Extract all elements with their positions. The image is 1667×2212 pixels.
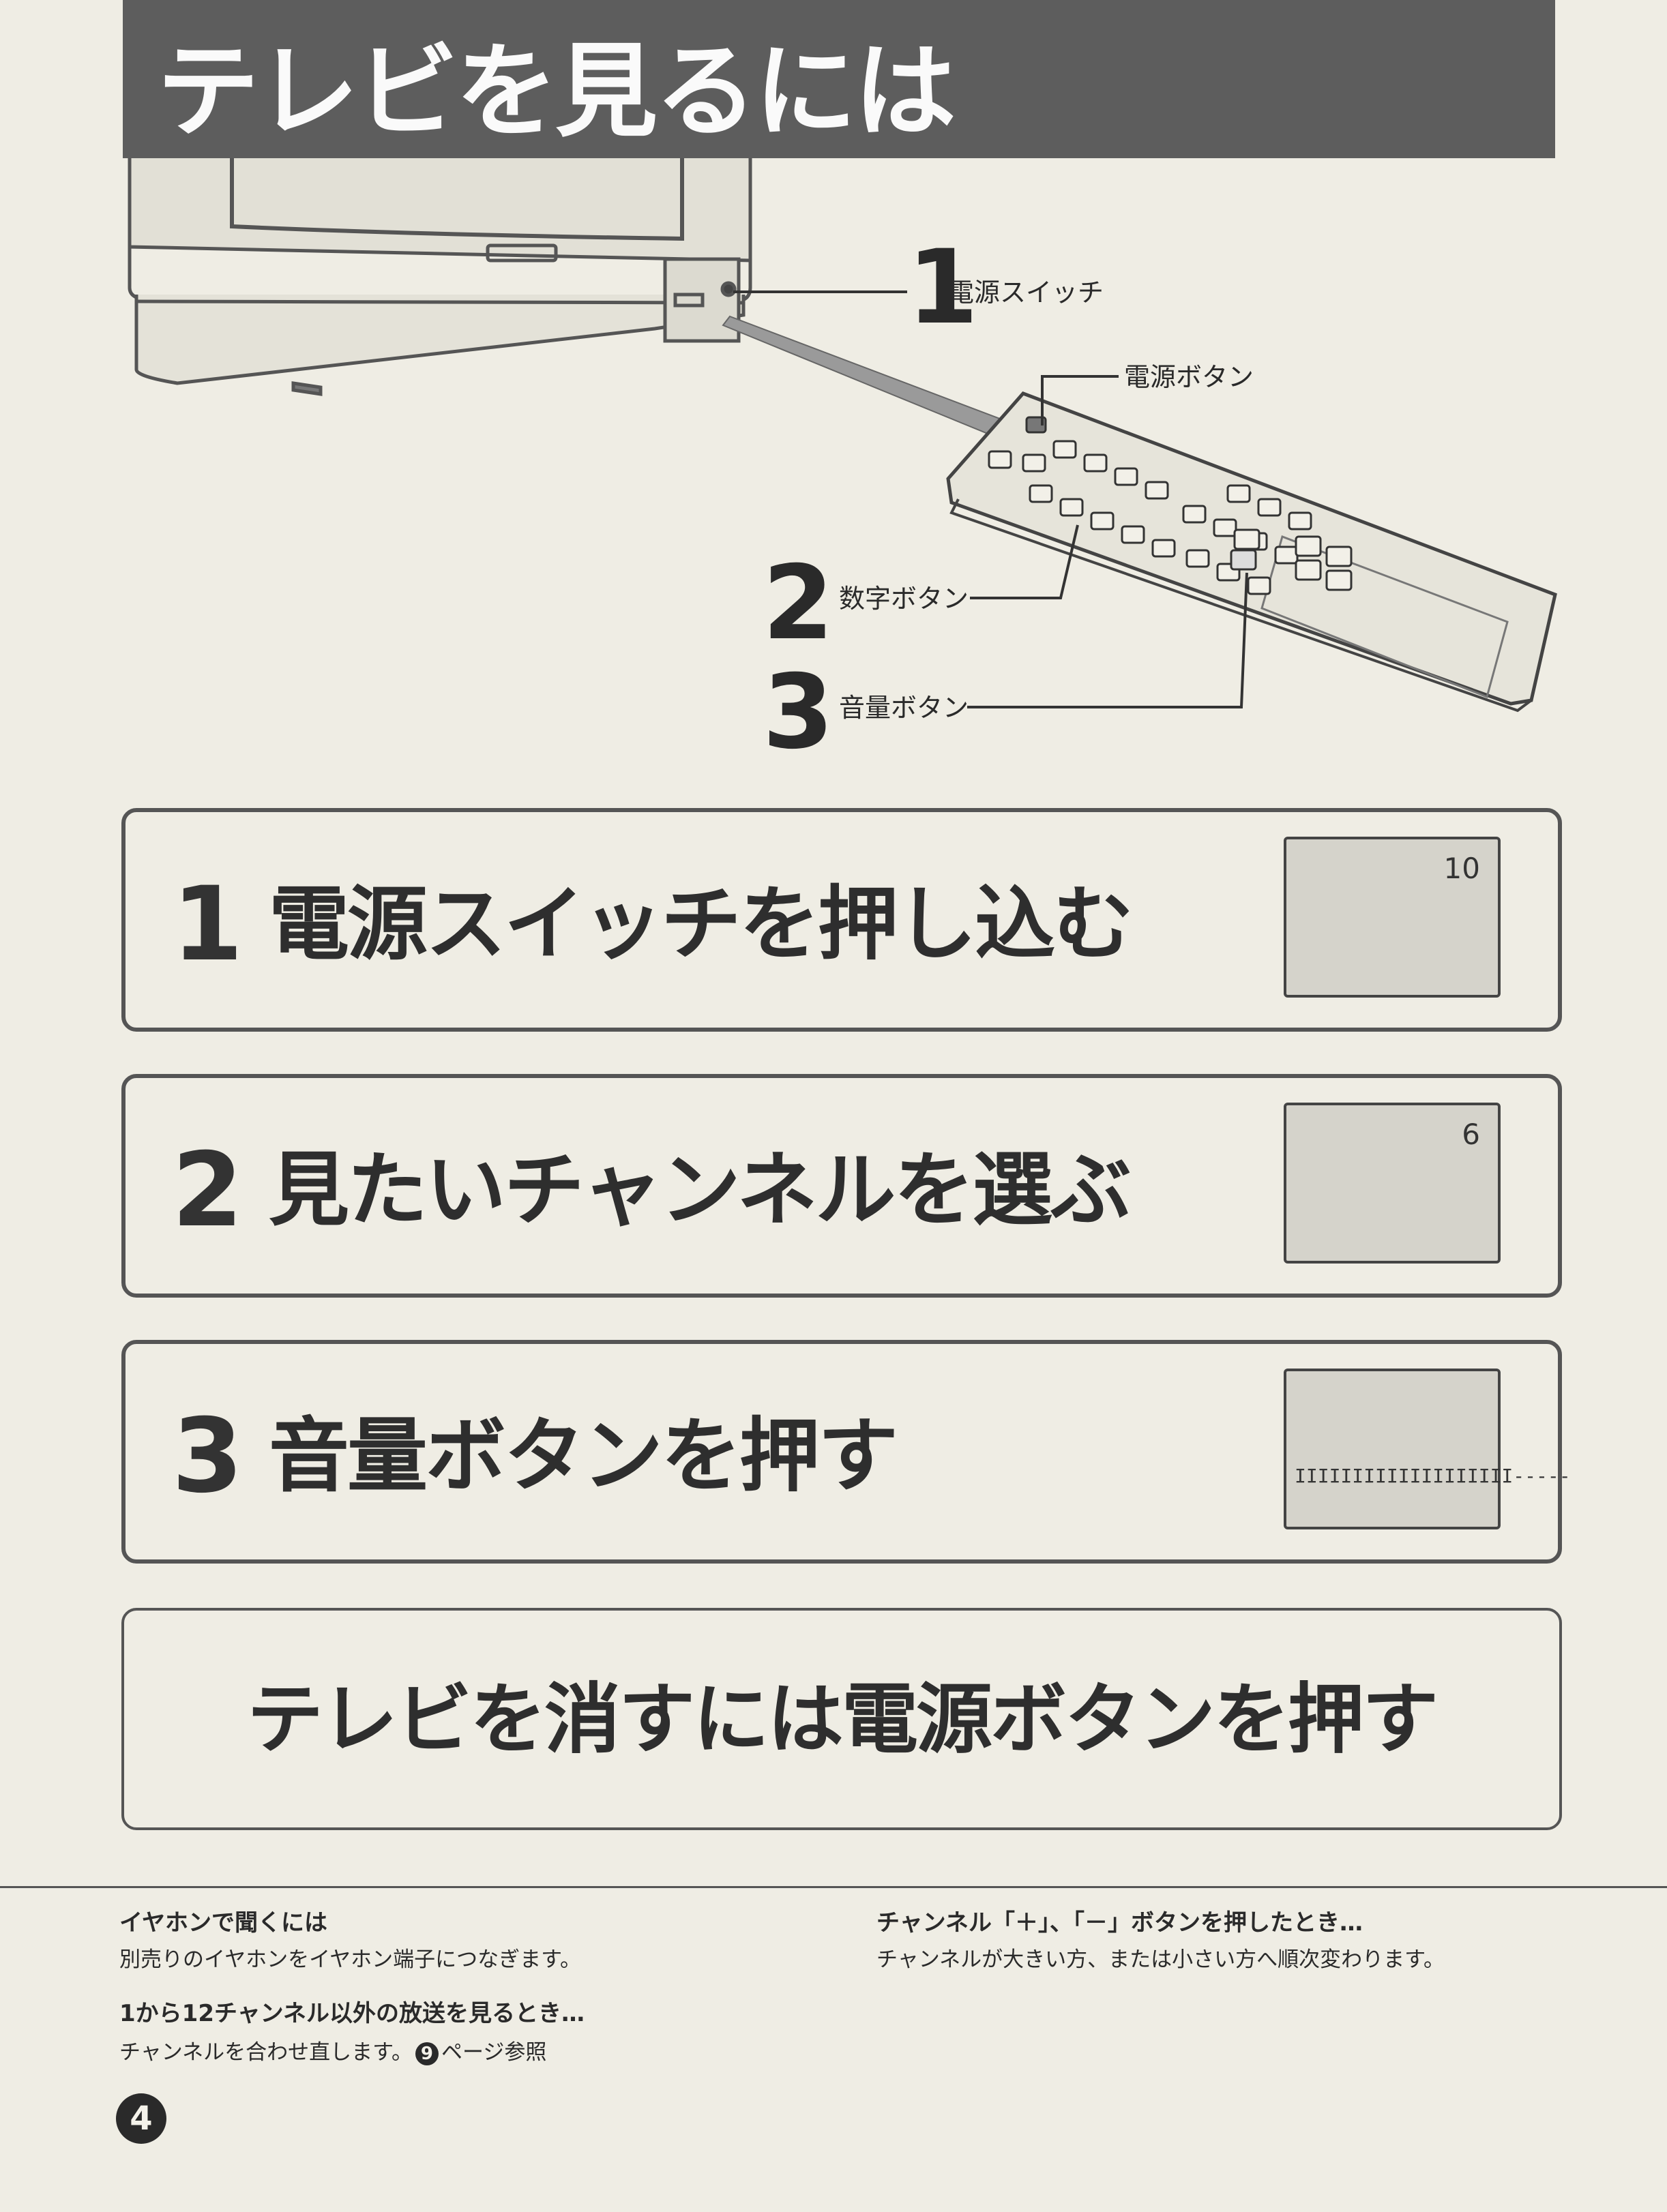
callout-label-power-switch: 電源スイッチ: [948, 278, 1104, 308]
step-number: 2: [172, 1131, 244, 1250]
header-band: [123, 0, 1555, 158]
step-box-1: 1 電源スイッチを押し込む 10: [121, 808, 1562, 1032]
power-off-box: テレビを消すには電源ボタンを押す: [121, 1608, 1562, 1830]
callout-number-2: 2: [763, 544, 834, 663]
note-channel-buttons-body: チャンネルが大きい方、または小さい方へ順次変わります。: [876, 1947, 1445, 1972]
callout-number-1: 1: [907, 228, 979, 347]
tv-screen-illustration: IIIIIIIIIIIIIIIIIII-----: [1284, 1369, 1571, 1529]
note-channel-buttons-title: チャンネル「＋」、「－」ボタンを押したとき…: [876, 1909, 1363, 1937]
page-title: テレビを見るには: [157, 33, 956, 151]
step-box-2: 2 見たいチャンネルを選ぶ 6: [121, 1074, 1562, 1298]
page-number: 4: [116, 2093, 166, 2144]
step-text: 音量ボタンを押す: [269, 1409, 898, 1503]
note-earphone-title: イヤホンで聞くには: [119, 1909, 327, 1937]
note-other-channels-suffix: ページ参照: [441, 2040, 547, 2065]
callout-number-3: 3: [763, 653, 834, 772]
remote-control: [946, 391, 1557, 713]
notes-divider: [0, 1886, 1667, 1888]
tv-screen-illustration: 10: [1284, 837, 1501, 998]
volume-level-display: IIIIIIIIIIIIIIIIIII-----: [1295, 1465, 1571, 1487]
power-off-instruction: テレビを消すには電源ボタンを押す: [247, 1675, 1439, 1764]
step-text: 電源スイッチを押し込む: [269, 877, 1134, 971]
callout-label-power-button: 電源ボタン: [1124, 362, 1254, 392]
callout-lines: [733, 290, 1248, 708]
tv-channel-number: 6: [1462, 1118, 1480, 1151]
tv-set: [128, 158, 752, 396]
page-reference-badge: 9: [415, 2042, 439, 2065]
note-other-channels-title: 1から12チャンネル以外の放送を見るとき…: [119, 2000, 585, 2027]
callout-label-volume-buttons: 音量ボタン: [839, 693, 969, 723]
illustration-drawing: [128, 158, 1557, 713]
step-number: 3: [172, 1397, 244, 1516]
tv-channel-number: 10: [1443, 852, 1480, 885]
tv-remote-illustration: 1 電源スイッチ 電源ボタン 2 数字ボタン 3 音量ボタン: [0, 158, 1667, 764]
step-number: 1: [172, 865, 244, 984]
step-text: 見たいチャンネルを選ぶ: [269, 1143, 1131, 1237]
step-box-3: 3 音量ボタンを押す IIIIIIIIIIIIIIIIIII-----: [121, 1340, 1571, 1564]
note-earphone-body: 別売りのイヤホンをイヤホン端子につなぎます。: [119, 1947, 582, 1972]
tv-screen-illustration: 6: [1284, 1103, 1501, 1264]
note-other-channels-text: チャンネルを合わせ直します。: [119, 2040, 413, 2065]
callout-label-number-buttons: 数字ボタン: [839, 584, 969, 614]
